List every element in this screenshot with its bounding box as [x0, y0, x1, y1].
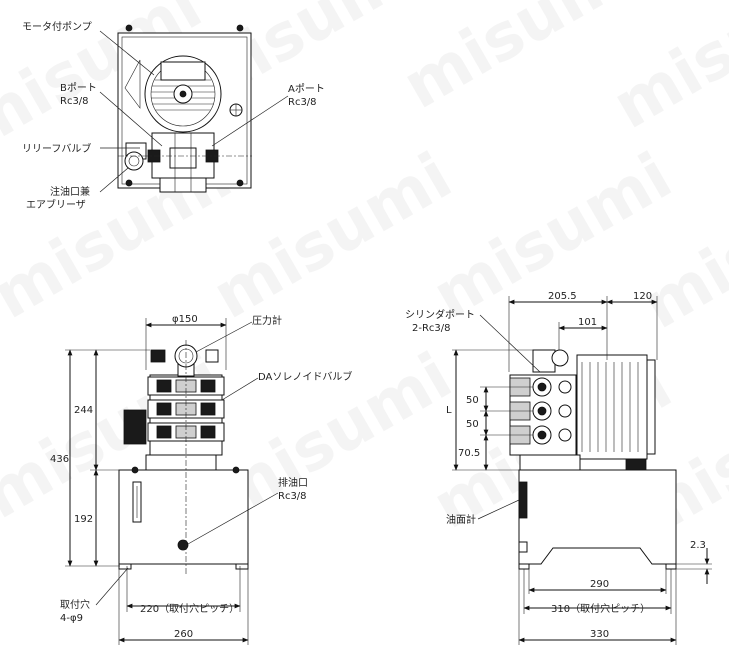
label-drain: 排油口 [278, 476, 308, 489]
side-foot-left [518, 563, 530, 570]
dim-50-b: 50 [466, 419, 479, 430]
side-base [519, 454, 581, 471]
top-valve-lower [159, 177, 207, 193]
top-filler-breather [124, 151, 144, 171]
dim-244: 244 [74, 405, 93, 416]
front-gauge-side [150, 349, 166, 363]
side-foot-right [665, 563, 677, 570]
front-drain-port [177, 539, 189, 551]
label-da-solenoid: DAソレノイドバルブ [258, 370, 352, 383]
dim-330: 330 [590, 629, 609, 640]
side-small-plug [518, 541, 528, 553]
label-filler-1: 注油口兼 [50, 185, 90, 198]
dim-290: 290 [590, 579, 609, 590]
label-pressure-gauge: 圧力計 [252, 314, 282, 327]
dim-phi150: φ150 [172, 314, 198, 325]
dim-L: L [446, 405, 452, 416]
top-motor-shaft [179, 90, 187, 98]
watermark-4: misumi [601, 0, 729, 144]
label-cylinder-port-2: 2-Rc3/8 [412, 323, 451, 334]
top-hole-tr [236, 24, 244, 32]
label-cylinder-port-1: シリンダポート [405, 308, 475, 321]
top-terminal-box [160, 61, 206, 81]
dim-101: 101 [578, 317, 597, 328]
label-mount-hole-2: 4-φ9 [60, 613, 83, 624]
side-motor-foot [625, 458, 647, 471]
dim-436: 436 [50, 454, 69, 465]
dim-205-5: 205.5 [548, 291, 577, 302]
top-valve-core [169, 147, 197, 169]
front-foot-left [118, 563, 132, 570]
side-tank [518, 469, 677, 565]
side-view: 205.5 120 101 L 50 50 70.5 2.3 290 [405, 291, 712, 645]
dim-70-5: 70.5 [458, 448, 480, 459]
side-level-gauge [518, 481, 528, 519]
top-hole-br [236, 179, 244, 187]
label-filler-2: エアブリーザ [26, 198, 86, 211]
dim-2-3: 2.3 [690, 540, 706, 551]
side-motor [576, 354, 648, 460]
dim-192: 192 [74, 514, 93, 525]
label-a-port: Aポート [288, 83, 325, 95]
side-motor-cap [646, 359, 656, 455]
dim-220-pitch: 220（取付穴ピッチ） [140, 602, 239, 615]
front-base-plate [145, 454, 217, 471]
label-b-port: Bポート [60, 82, 97, 94]
label-relief-valve: リリーフバルブ [22, 142, 91, 155]
front-motor-side [123, 409, 147, 445]
top-hole-tl [125, 24, 133, 32]
side-motor-fins [581, 362, 639, 452]
dim-310-pitch: 310（取付穴ピッチ） [551, 602, 650, 615]
label-b-port-thread: Rc3/8 [60, 96, 89, 107]
dim-120: 120 [633, 291, 652, 302]
top-view: モータ付ポンプ Bポート Rc3/8 Aポート Rc3/8 リリーフバルブ 注油… [22, 20, 325, 211]
label-motor-pump: モータ付ポンプ [22, 20, 92, 33]
label-drain-thread: Rc3/8 [278, 491, 307, 502]
top-hole-bl [125, 179, 133, 187]
label-level-gauge: 油面計 [446, 513, 476, 526]
top-motor-bracket [124, 59, 141, 109]
watermark-3: misumi [391, 0, 654, 124]
front-foot-right [235, 563, 249, 570]
dim-260: 260 [174, 629, 193, 640]
front-view: φ150 436 244 192 220（取付穴ピッチ） 260 圧力計 DAソ… [50, 314, 352, 645]
label-a-port-thread: Rc3/8 [288, 97, 317, 108]
side-gauge [551, 349, 569, 367]
dim-50-a: 50 [466, 395, 479, 406]
label-mount-hole-1: 取付穴 [60, 598, 90, 611]
